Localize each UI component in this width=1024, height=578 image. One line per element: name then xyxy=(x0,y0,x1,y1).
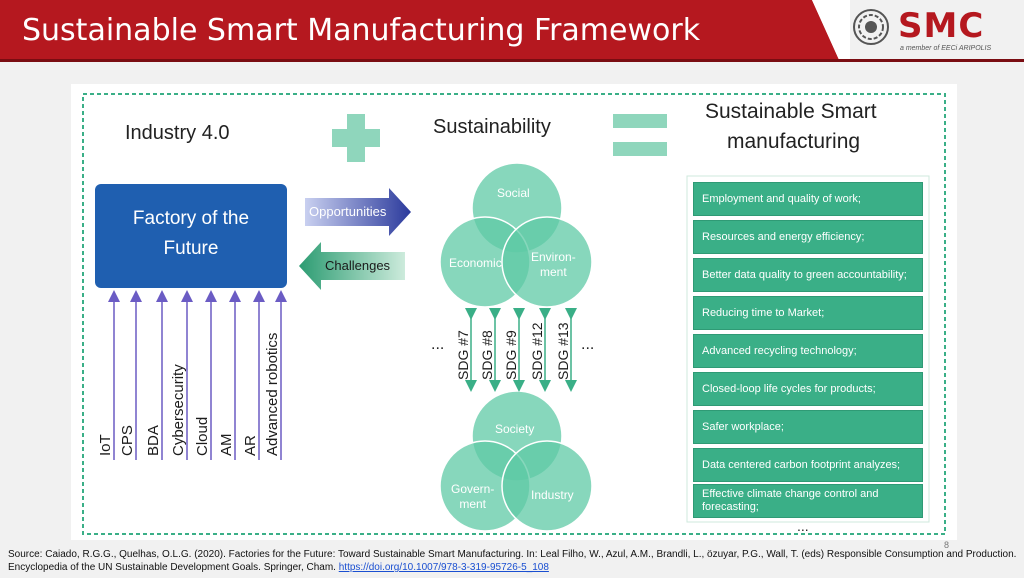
result-title-line2: manufacturing xyxy=(727,130,861,153)
page-title: Sustainable Smart Manufacturing Framewor… xyxy=(22,13,701,48)
sdg-ellipsis-right: ... xyxy=(581,336,595,353)
circle-label-environment: Environ- ment xyxy=(531,250,576,279)
opportunities-label: Opportunities xyxy=(309,204,387,219)
sustainability-title: Sustainability xyxy=(433,116,551,138)
circle-label-social: Social xyxy=(497,186,530,200)
figure-graphics xyxy=(82,93,946,535)
smc-logo-mark-icon xyxy=(853,9,889,45)
industry-title: Industry 4.0 xyxy=(125,122,230,144)
sdg-label-13: SDG #13 xyxy=(555,322,571,380)
factory-label-line2: Future xyxy=(163,238,219,259)
sdg-label-8: SDG #8 xyxy=(479,330,495,380)
dashed-border xyxy=(82,93,946,535)
smc-logo-subtext: a member of EECi ARIPOLIS xyxy=(900,45,992,52)
outcome-item: Closed-loop life cycles for products; xyxy=(693,372,923,406)
outcome-item: Resources and energy efficiency; xyxy=(693,220,923,254)
outcome-item: Advanced recycling technology; xyxy=(693,334,923,368)
outcome-item: Safer workplace; xyxy=(693,410,923,444)
outcome-item: Employment and quality of work; xyxy=(693,182,923,216)
smc-logo-text: SMC xyxy=(898,6,985,46)
circle-label-government: Govern- ment xyxy=(451,482,495,511)
challenges-arrow xyxy=(299,242,405,290)
outcomes-panel xyxy=(686,175,930,523)
banner-shape xyxy=(0,0,1024,62)
equals-icon xyxy=(613,114,667,156)
outcome-item: Effective climate change control and for… xyxy=(693,484,923,518)
factory-label-line1: Factory of the xyxy=(132,208,250,229)
sdg-arrows xyxy=(465,308,577,392)
page-number: 8 xyxy=(944,540,950,550)
framework-figure: Industry 4.0 Sustainability Sustainable … xyxy=(71,84,957,540)
sdg-ellipsis-left: ... xyxy=(431,336,445,353)
outcome-item: Reducing time to Market; xyxy=(693,296,923,330)
opportunities-arrow xyxy=(305,188,411,236)
circle-label-economic: Economic xyxy=(449,256,502,270)
plus-icon xyxy=(332,114,380,162)
tech-label-advanced-robotics: Advanced robotics xyxy=(264,332,281,456)
header-banner: Sustainable Smart Manufacturing Framewor… xyxy=(0,0,1024,62)
technology-arrows xyxy=(108,290,287,460)
bottom-venn xyxy=(439,390,593,532)
source-doi-link[interactable]: https://doi.org/10.1007/978-3-319-95726-… xyxy=(338,562,549,573)
sdg-label-7: SDG #7 xyxy=(455,330,471,380)
smc-logo: SMC a member of EECi ARIPOLIS xyxy=(852,6,1018,56)
outcomes-ellipsis: ... xyxy=(797,518,809,534)
sdg-label-12: SDG #12 xyxy=(529,322,545,380)
circle-label-society: Society xyxy=(495,422,535,436)
source-citation: Source: Caiado, R.G.G., Quelhas, O.L.G. … xyxy=(8,548,1018,574)
outcome-item: Data centered carbon footprint analyzes; xyxy=(693,448,923,482)
challenges-label: Challenges xyxy=(325,258,391,273)
top-venn xyxy=(439,162,593,308)
source-text: Source: Caiado, R.G.G., Quelhas, O.L.G. … xyxy=(8,549,1017,573)
result-title-line1: Sustainable Smart xyxy=(705,100,877,123)
outcome-item: Better data quality to green accountabil… xyxy=(693,258,923,292)
circle-label-industry: Industry xyxy=(531,488,574,502)
sdg-label-9: SDG #9 xyxy=(503,330,519,380)
factory-box xyxy=(95,184,287,288)
